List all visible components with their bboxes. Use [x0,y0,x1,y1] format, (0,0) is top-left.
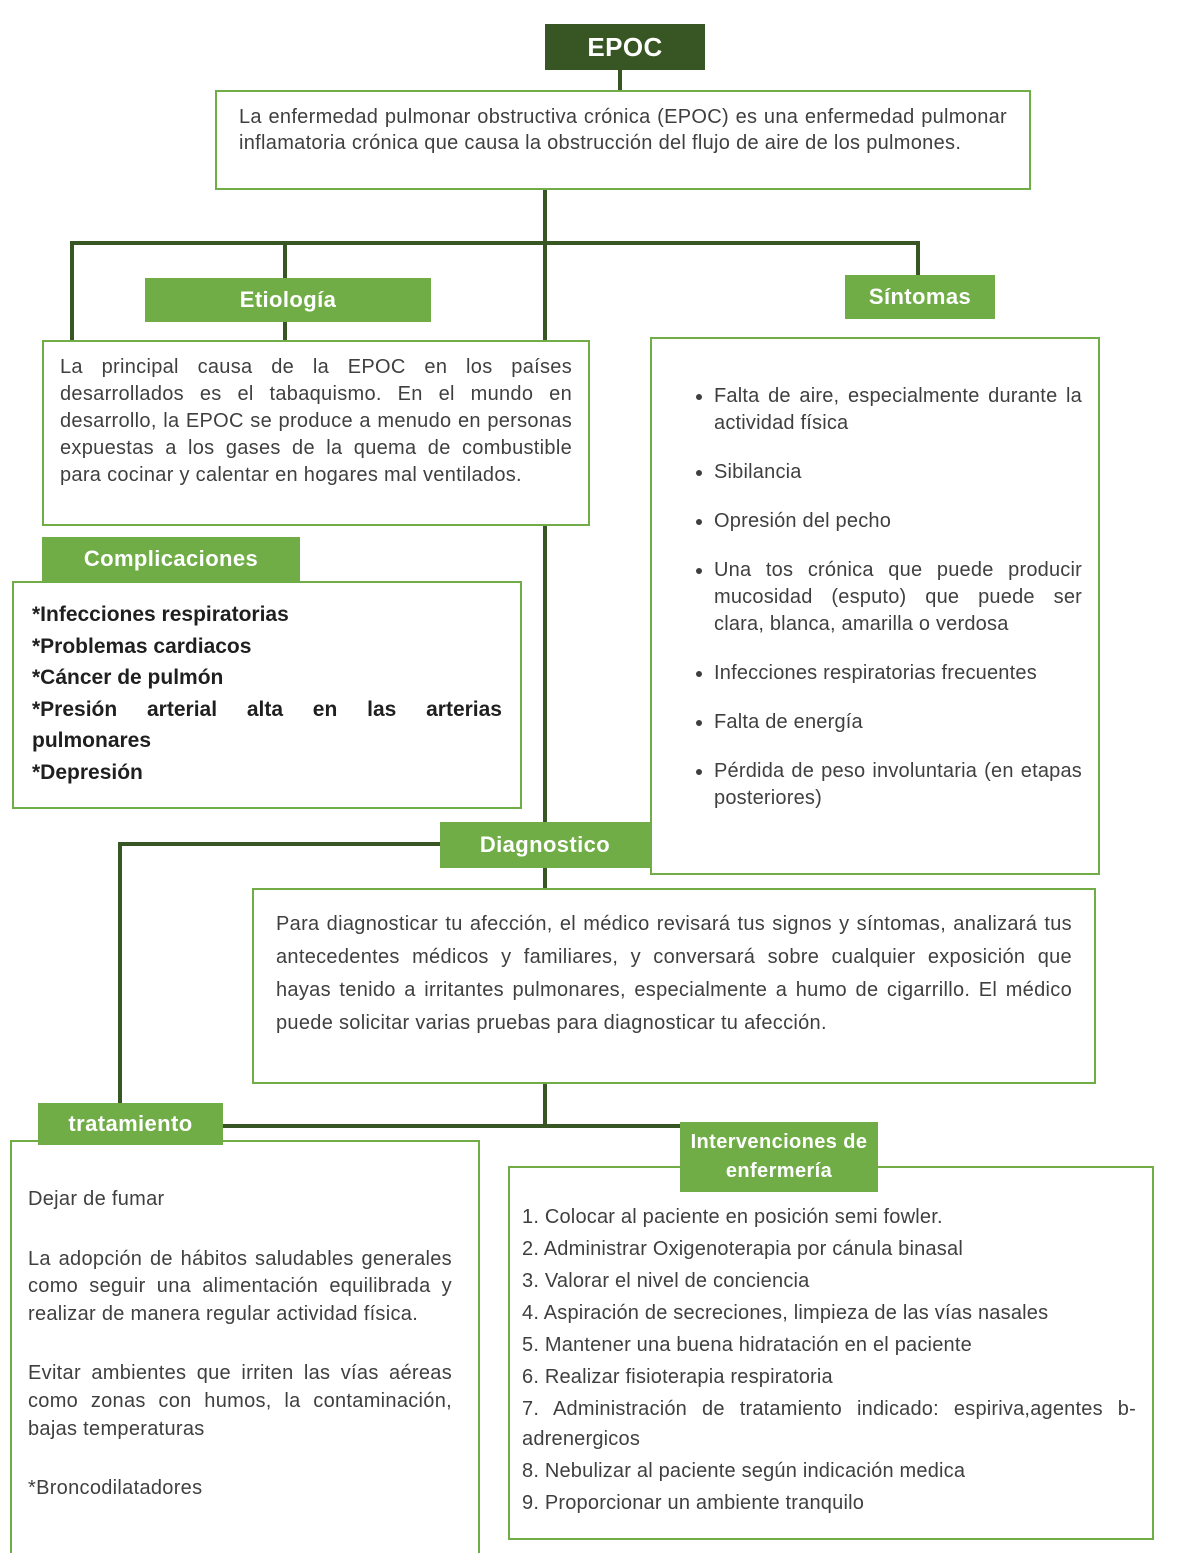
intervencion-item: 8. Nebulizar al paciente según indicació… [522,1460,966,1482]
tratamiento-paragraph: Evitar ambientes que irriten las vías aé… [28,1362,452,1440]
connector-line [283,241,287,280]
complicacion-item: *Presión arterial alta en las arterias p… [32,697,502,753]
intervencion-item: 1. Colocar al paciente en posición semi … [522,1206,943,1228]
sintoma-item: Infecciones respiratorias frecuentes [714,660,1082,687]
intervenciones-box: 1. Colocar al paciente en posición semi … [508,1166,1154,1540]
intervencion-item: 5. Mantener una buena hidratación en el … [522,1334,972,1356]
diagnostico-header-label: Diagnostico [479,832,611,857]
connector-line [70,241,920,245]
etiologia-box: La principal causa de la EPOC en los paí… [42,340,590,526]
epoc-title: EPOC [545,24,705,70]
tratamiento-header-label: tratamiento [68,1111,193,1136]
complicaciones-header-label: Complicaciones [83,546,259,571]
sintomas-box: Falta de aire, especialmente durante la … [650,337,1100,875]
sintomas-header: Síntomas [845,275,995,319]
intervenciones-header: Intervenciones de enfermería [680,1122,878,1192]
intervencion-item: 4. Aspiración de secreciones, limpieza d… [522,1302,1049,1324]
tratamiento-header: tratamiento [38,1103,223,1145]
complicaciones-box: *Infecciones respiratorias *Problemas car… [12,581,522,809]
sintoma-item: Pérdida de peso involuntaria (en etapas … [714,758,1082,812]
complicacion-item: *Cáncer de pulmón [32,666,224,689]
sintoma-item: Falta de energía [714,709,1082,736]
sintomas-header-label: Síntomas [868,284,972,309]
complicacion-item: *Problemas cardiacos [32,634,252,658]
etiologia-header-label: Etiología [239,287,337,312]
diagnostico-header: Diagnostico [440,822,650,868]
connector-line [283,320,287,342]
tratamiento-paragraph: Dejar de fumar [28,1188,165,1210]
complicacion-item: *Depresión [32,760,143,784]
complicaciones-header: Complicaciones [42,537,300,581]
connector-line [222,1124,684,1128]
intervencion-item: 9. Proporcionar un ambiente tranquilo [522,1492,865,1514]
etiologia-header: Etiología [145,278,431,322]
definition-text: La enfermedad pulmonar obstructiva cróni… [239,106,1007,155]
connector-line [618,68,622,92]
intervenciones-header-label: Intervenciones de enfermería [690,1131,868,1182]
connector-line [543,1082,547,1128]
etiologia-text: La principal causa de la EPOC en los paí… [60,356,572,486]
connector-line [543,866,547,890]
sintoma-item: Una tos crónica que puede producir mucos… [714,557,1082,638]
connector-line [118,842,122,1105]
complicacion-item: *Infecciones respiratorias [32,603,289,626]
tratamiento-paragraph: La adopción de hábitos saludables genera… [28,1247,452,1325]
intervencion-item: 7. Administración de tratamiento indicad… [522,1398,1136,1450]
intervencion-item: 3. Valorar el nivel de conciencia [522,1270,810,1292]
sintomas-list: Falta de aire, especialmente durante la … [666,383,1082,812]
intervencion-item: 6. Realizar fisioterapia respiratoria [522,1366,833,1388]
connector-line [118,842,444,846]
connector-line [70,241,74,342]
diagnostico-text: Para diagnosticar tu afección, el médico… [276,913,1072,1034]
sintoma-item: Sibilancia [714,459,1082,486]
tratamiento-box: Dejar de fumar La adopción de hábitos sal… [10,1140,480,1553]
sintoma-item: Opresión del pecho [714,508,1082,535]
intervencion-item: 2. Administrar Oxigenoterapia por cánula… [522,1238,963,1260]
sintoma-item: Falta de aire, especialmente durante la … [714,383,1082,437]
epoc-title-label: EPOC [587,31,663,62]
tratamiento-paragraph: *Broncodilatadores [28,1477,203,1500]
definition-box: La enfermedad pulmonar obstructiva cróni… [215,90,1031,190]
connector-line [916,241,920,277]
diagnostico-box: Para diagnosticar tu afección, el médico… [252,888,1096,1084]
